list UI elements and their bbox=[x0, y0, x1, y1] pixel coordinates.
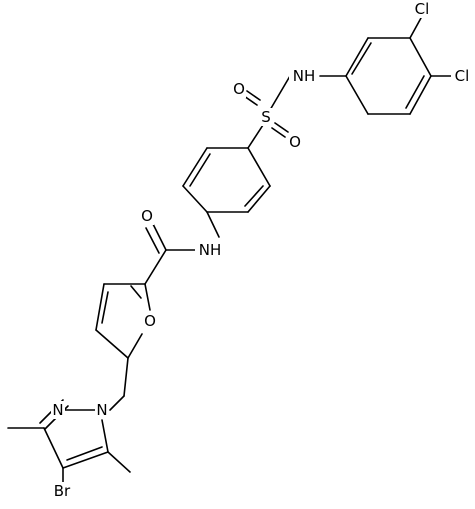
bond bbox=[345, 75, 369, 115]
atom-o-sulfonyl-top: O bbox=[233, 80, 245, 98]
bond bbox=[243, 95, 258, 106]
bond-layer bbox=[7, 17, 452, 483]
atom-o-carbonyl: O bbox=[141, 207, 153, 225]
bond bbox=[101, 291, 109, 324]
bond bbox=[127, 333, 143, 359]
bond bbox=[144, 283, 151, 311]
bond bbox=[405, 75, 425, 109]
bond bbox=[351, 42, 372, 75]
bond bbox=[130, 285, 142, 299]
bond bbox=[247, 124, 264, 149]
bond bbox=[345, 37, 369, 77]
bond bbox=[145, 227, 160, 254]
bond bbox=[182, 185, 208, 213]
bond bbox=[244, 185, 264, 207]
bond bbox=[109, 395, 125, 411]
bond bbox=[189, 153, 211, 187]
bond bbox=[409, 17, 422, 39]
bond bbox=[409, 75, 432, 115]
bond bbox=[271, 127, 286, 138]
atom-n-pyrazole-1: N bbox=[96, 401, 107, 419]
bond bbox=[43, 427, 64, 469]
atom-label-layer: Cl Cl NH O S O O NH O N N Br bbox=[50, 0, 473, 500]
bond bbox=[246, 90, 261, 101]
bond bbox=[62, 451, 109, 469]
atom-br: Br bbox=[54, 482, 71, 500]
bond bbox=[95, 329, 129, 359]
atom-cl-meta: Cl bbox=[415, 0, 430, 18]
bond bbox=[95, 283, 105, 331]
bond bbox=[152, 223, 167, 251]
bond bbox=[247, 147, 271, 187]
atom-nh-sulfonamide: NH bbox=[293, 67, 316, 85]
bond bbox=[409, 37, 432, 77]
bond bbox=[206, 211, 220, 238]
bond bbox=[66, 446, 103, 461]
atom-o-furan: O bbox=[144, 312, 156, 330]
bond bbox=[107, 451, 131, 473]
bond bbox=[247, 185, 271, 213]
atom-cl-para: Cl bbox=[455, 67, 470, 85]
atom-n-pyrazole-2: N bbox=[52, 401, 63, 419]
bond bbox=[269, 75, 291, 111]
atom-nh-amide: NH bbox=[199, 241, 222, 259]
bond bbox=[144, 249, 167, 285]
bond bbox=[182, 147, 208, 187]
bond bbox=[274, 122, 289, 133]
bond bbox=[101, 419, 109, 453]
atom-s-sulfonyl: S bbox=[261, 108, 271, 126]
bond bbox=[123, 357, 129, 397]
atom-o-sulfonyl-bottom: O bbox=[289, 133, 301, 151]
